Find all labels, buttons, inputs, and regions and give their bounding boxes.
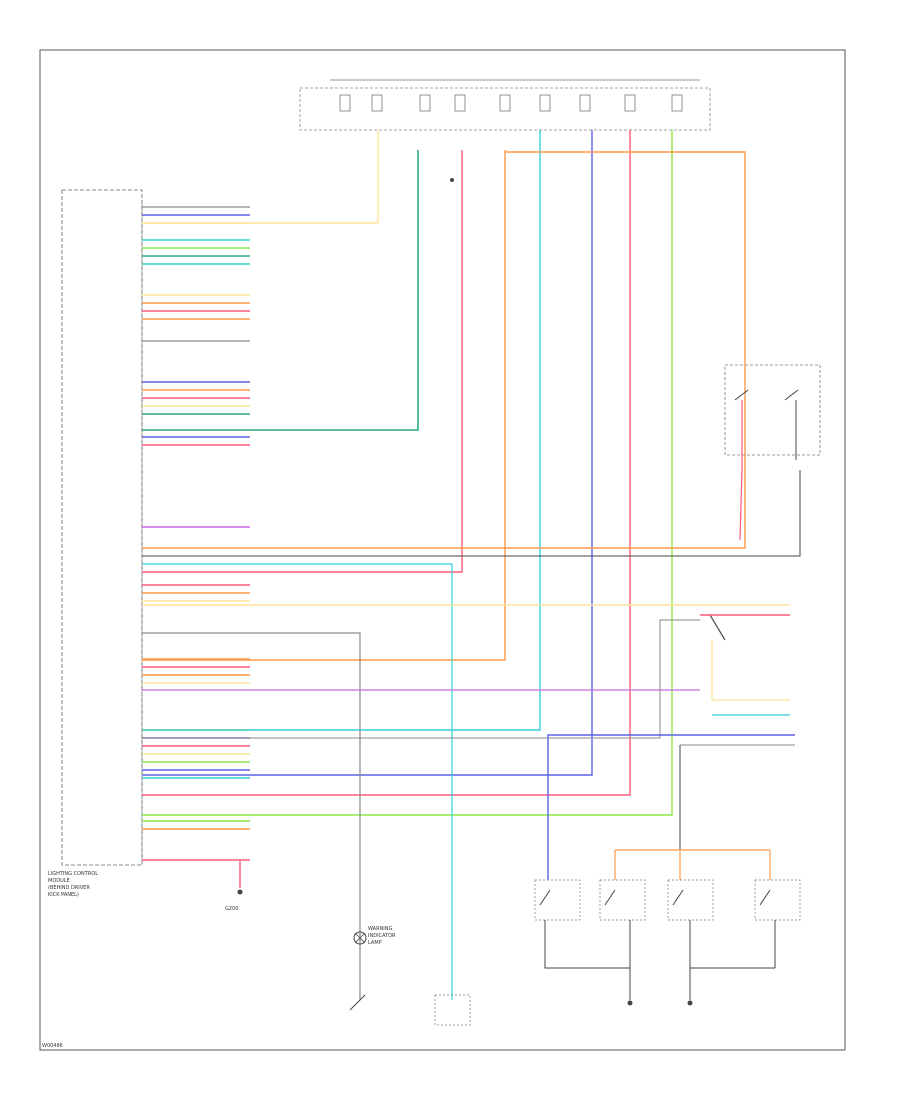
ground-symbol	[237, 889, 243, 895]
door-switch-contact	[539, 889, 551, 906]
wire-gray	[142, 632, 361, 1000]
parking-brake-switch-contact	[349, 994, 366, 1011]
fuse-panel	[299, 79, 711, 131]
ground-symbol	[627, 1000, 633, 1006]
door-switch-box	[754, 879, 801, 921]
fuse-element	[454, 94, 466, 112]
wire-blue-b	[547, 734, 795, 880]
ground-symbol	[450, 178, 454, 182]
fuse-element	[371, 94, 383, 112]
door-switches	[534, 849, 801, 1000]
wire-orange-b	[142, 151, 746, 549]
wire-cyan	[142, 130, 541, 731]
door-lock-switch-box	[724, 364, 821, 456]
bottom-center-components	[349, 931, 471, 1026]
wire-red-a	[142, 150, 463, 573]
diagram-frame	[39, 49, 846, 1051]
wire-dark	[142, 470, 801, 557]
fuse-panel-box	[299, 87, 711, 131]
wire-teal	[142, 150, 419, 431]
module-label-line-1: LIGHTING CONTROL	[48, 871, 98, 877]
module-label-line-3: (BEHIND DRIVER	[48, 885, 90, 891]
lamp-filament	[354, 932, 366, 944]
wire-green	[142, 130, 673, 816]
wire-yellow	[142, 130, 379, 224]
fuse-element	[579, 94, 591, 112]
door-switch-box	[599, 879, 646, 921]
fuse-element	[339, 94, 351, 112]
liftgate-switch-contact	[709, 614, 726, 641]
warning-indicator-label-line-2: INDICATOR	[368, 933, 396, 939]
module-label-line-4: KICK PANEL)	[48, 892, 79, 898]
pin-stubs	[142, 206, 250, 861]
warning-indicator-label-line-3: LAMP	[368, 940, 382, 946]
door-ground-drop	[544, 920, 560, 969]
liftgate-wire-yellow-vertical	[711, 640, 790, 701]
warning-indicator-label-line-1: WARNING	[368, 926, 393, 932]
long-wires	[142, 130, 801, 1000]
door-switch-contact	[672, 889, 684, 906]
switch-module-box	[434, 994, 471, 1026]
fuse-element	[419, 94, 431, 112]
warning-indicator-lamp	[353, 931, 367, 945]
wire-red-b	[142, 130, 631, 796]
switch-wire-red	[739, 400, 743, 541]
fuse-element	[539, 94, 551, 112]
door-switch-box	[534, 879, 581, 921]
switch-contact	[734, 389, 749, 401]
ground-symbol	[687, 1000, 693, 1006]
ground-label: G200	[225, 906, 238, 912]
door-switch-box	[667, 879, 714, 921]
wire-cyan-b	[142, 563, 453, 1000]
right-switch-area	[679, 364, 821, 850]
door-switch-contact	[604, 889, 616, 906]
fuse-element	[671, 94, 683, 112]
wire-blue	[142, 130, 593, 776]
footer-code: W00486	[42, 1043, 63, 1049]
fuse-element	[624, 94, 636, 112]
wire-orange-a	[142, 150, 506, 661]
door-switch-contact	[759, 889, 771, 906]
lighting-control-module-box	[61, 189, 143, 866]
fuse-element	[499, 94, 511, 112]
grounds	[237, 178, 693, 1006]
labels: LIGHTING CONTROL MODULE (BEHIND DRIVER K…	[42, 871, 396, 1049]
switch-contact	[784, 389, 799, 401]
wire-gray-b	[142, 619, 700, 739]
module-label-line-2: MODULE	[48, 878, 70, 884]
